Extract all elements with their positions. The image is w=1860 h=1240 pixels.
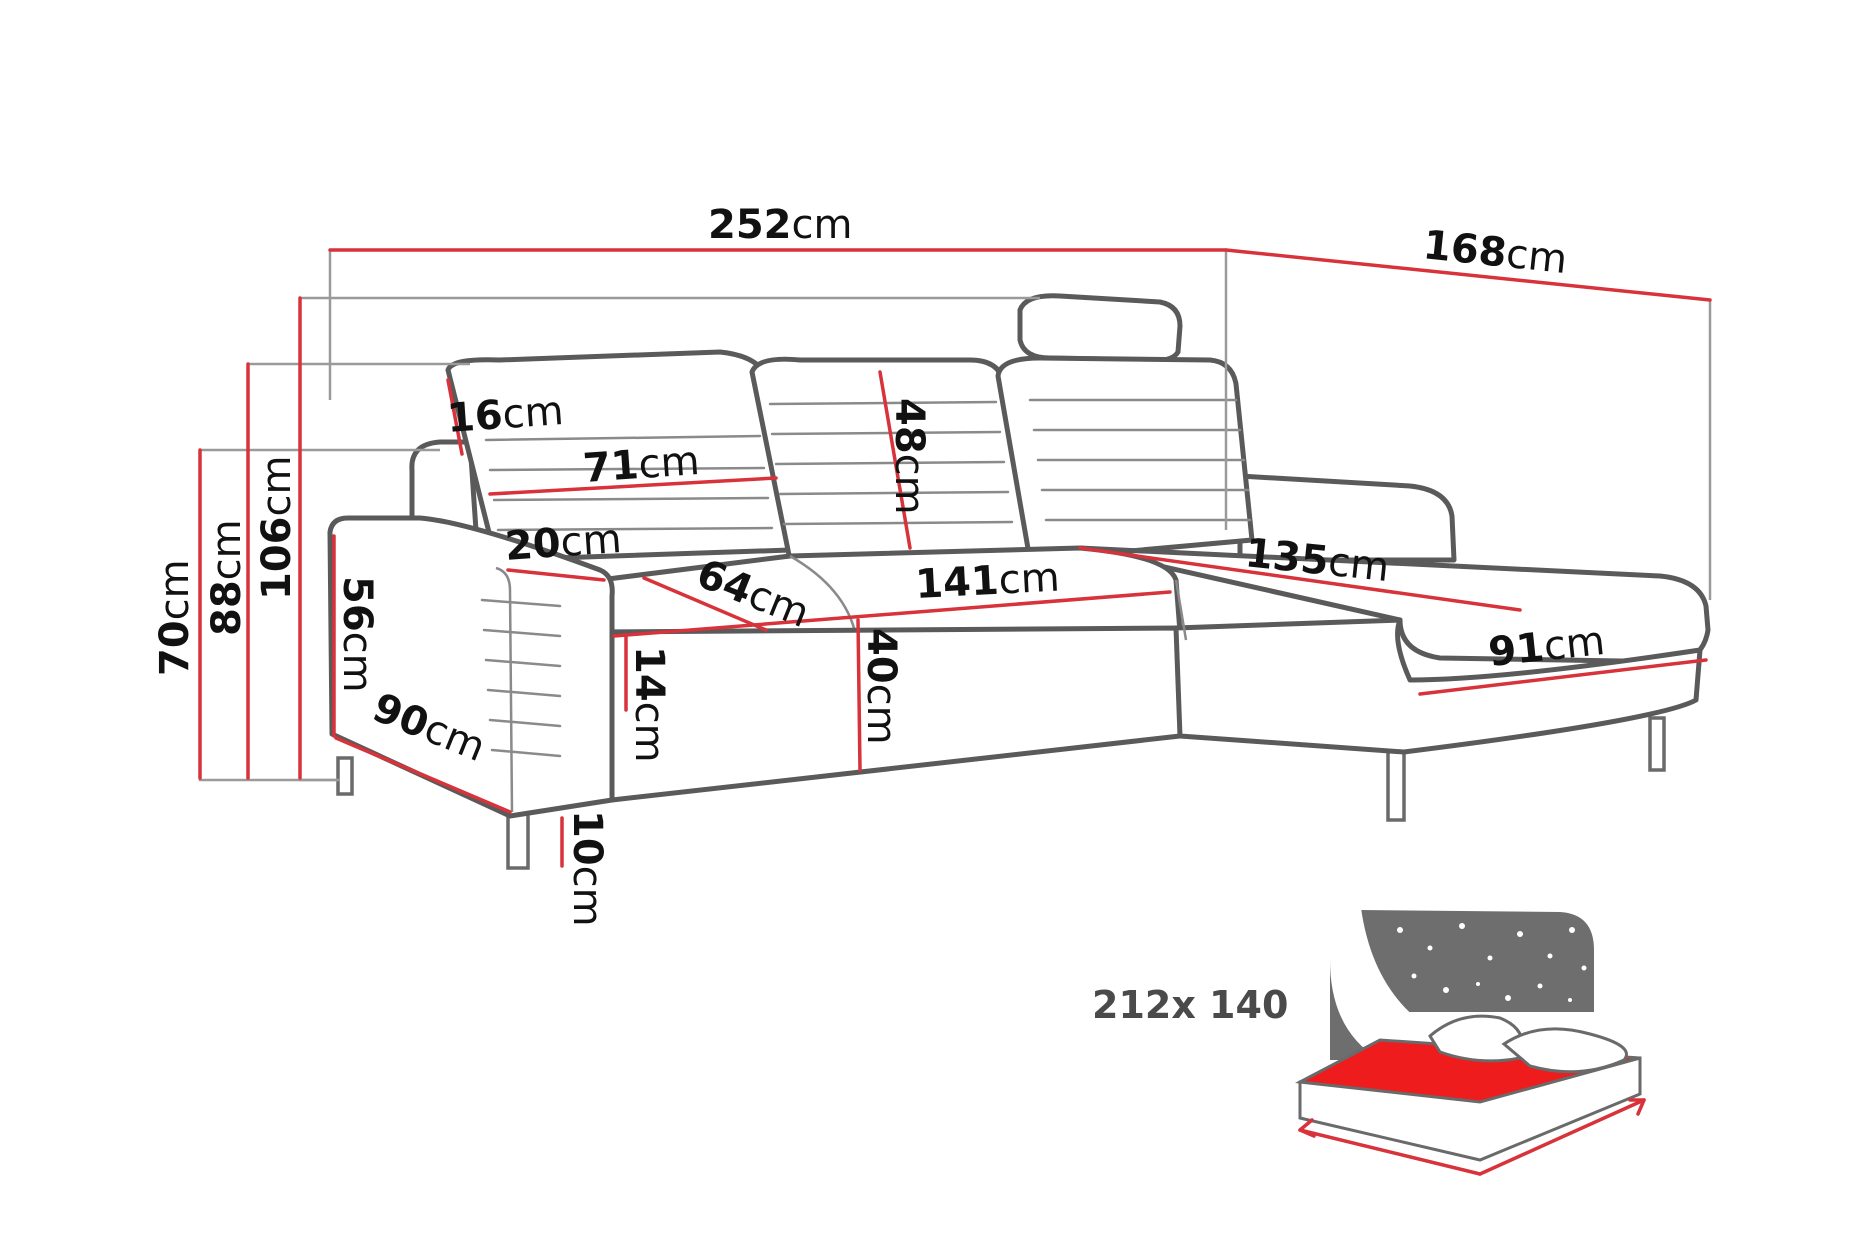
dim-line-48 [878, 370, 912, 550]
left-armrest [327, 515, 615, 819]
chaise-joint [1174, 579, 1188, 641]
label-135: 135cm [1243, 530, 1391, 591]
label-70: 70cm [152, 559, 198, 676]
chaise-armrest [1237, 473, 1457, 563]
armrest-front-edge [495, 566, 514, 813]
bed-arrowhead-right [1628, 1098, 1646, 1116]
sofa-drawing [327, 293, 1711, 870]
label-88: 88cm [204, 519, 250, 636]
label-168: 168cm [1421, 222, 1569, 283]
leg-front-left [506, 808, 530, 870]
label-48: 48cm [886, 398, 932, 515]
sky-left-edge [1330, 960, 1380, 1060]
seat-cushions [597, 545, 1183, 639]
dim-line-168 [1224, 248, 1712, 302]
dim-line-91 [1418, 658, 1708, 696]
label-91: 91cm [1486, 618, 1607, 676]
bed-arrowhead-left [1298, 1118, 1316, 1138]
seat-cushion-divider [789, 554, 858, 637]
label-141: 141cm [914, 554, 1061, 607]
dim-line-16 [446, 378, 464, 456]
dim-line-40 [856, 618, 862, 772]
dim-line-64 [642, 576, 768, 632]
dimension-labels: 252cm 168cm 16cm 71cm 48cm 20cm 64cm 141… [152, 202, 1607, 927]
dimension-lines [198, 248, 1712, 868]
label-10: 10cm [564, 810, 610, 927]
moon-icon [1360, 900, 1432, 1030]
headrest [1017, 293, 1183, 363]
dim-line-71 [488, 476, 778, 496]
label-106: 106cm [254, 456, 300, 600]
dim-line-90 [334, 736, 512, 814]
label-56: 56cm [334, 576, 380, 693]
label-40: 40cm [858, 628, 904, 745]
label-252: 252cm [708, 202, 852, 248]
label-71: 71cm [581, 438, 701, 492]
stars-icon [1385, 923, 1587, 1005]
label-14: 14cm [626, 646, 672, 763]
bed-width-arrow [1478, 1098, 1646, 1176]
back-stitching [484, 398, 1252, 532]
dim-line-141 [612, 590, 1172, 638]
chaise-base [1173, 617, 1703, 755]
dim-line-20 [506, 568, 606, 582]
dim-line-135 [1078, 546, 1522, 612]
night-sky-panel [1360, 910, 1594, 1012]
pillow-left [1428, 1014, 1524, 1063]
pillow-right [1501, 1027, 1628, 1074]
leg-left-back [336, 756, 354, 796]
sofa-bed-icon [1294, 900, 1646, 1176]
leg-right-back [1648, 716, 1666, 772]
label-20: 20cm [503, 516, 623, 570]
label-16: 16cm [445, 388, 565, 442]
armrest-stitching [480, 598, 562, 758]
bed-size-label: 212x 140 [1092, 983, 1288, 1027]
bed-length-arrow [1298, 1128, 1482, 1176]
